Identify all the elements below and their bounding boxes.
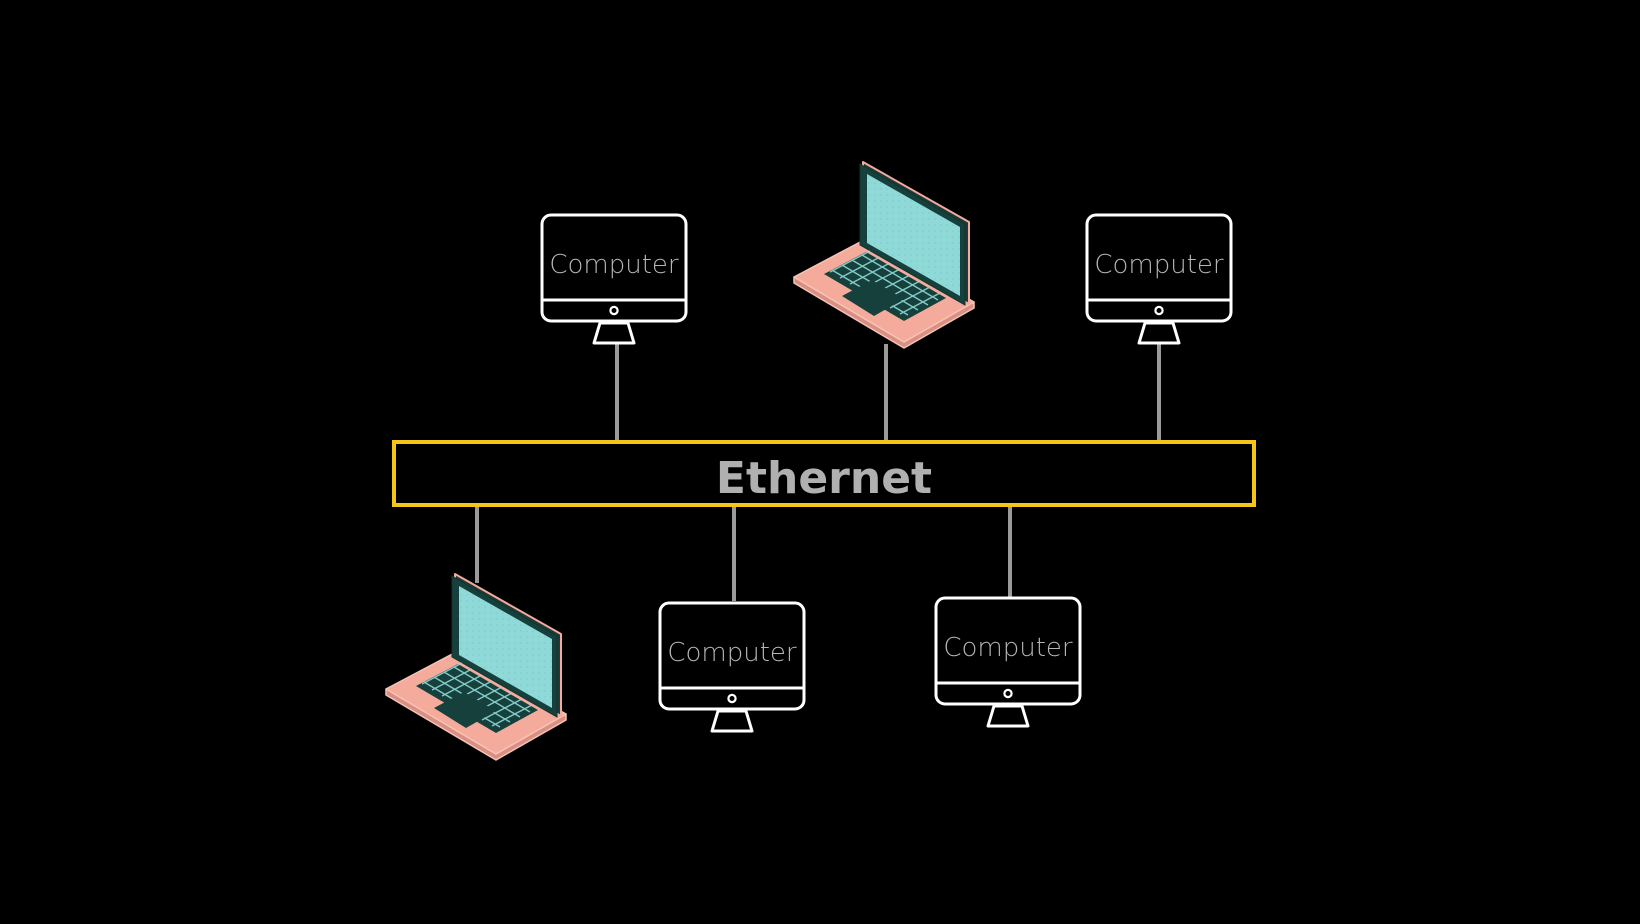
computer-label: Computer (549, 250, 679, 280)
laptop-icon (385, 573, 567, 761)
ethernet-bus-box (392, 440, 1256, 507)
computer-label: Computer (1094, 250, 1224, 280)
laptop-bottom-left[interactable] (385, 573, 567, 761)
laptop-top-center[interactable] (793, 161, 975, 349)
computer-bottom-center[interactable]: Computer (658, 601, 806, 733)
computer-label: Computer (667, 638, 797, 668)
ethernet-bus-label: Ethernet (716, 453, 932, 504)
cables (475, 344, 1161, 601)
laptop-icon (793, 161, 975, 349)
ethernet-bus: Ethernet (392, 440, 1256, 507)
computer-top-right[interactable]: Computer (1085, 213, 1233, 345)
computer-bottom-right[interactable]: Computer (934, 596, 1082, 728)
computer-top-left[interactable]: Computer (540, 213, 688, 345)
computer-label: Computer (943, 633, 1073, 663)
